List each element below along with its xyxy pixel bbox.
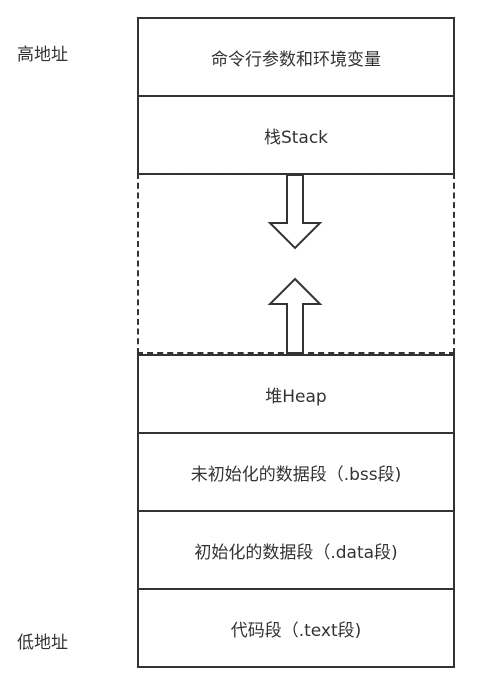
arrow-up-icon xyxy=(267,277,323,354)
segment-data: 初始化的数据段（.data段) xyxy=(137,510,455,590)
segment-label: 堆Heap xyxy=(265,386,327,407)
segment-heap: 堆Heap xyxy=(137,354,455,434)
segment-label: 栈Stack xyxy=(263,127,329,148)
arrow-down-icon xyxy=(267,174,323,250)
free-space-region xyxy=(137,173,455,354)
segment-bss: 未初始化的数据段（.bss段) xyxy=(137,432,455,512)
low-address-label: 低地址 xyxy=(17,633,68,653)
high-address-label: 高地址 xyxy=(17,45,68,65)
segment-label: 代码段（.text段) xyxy=(230,620,362,641)
segment-label: 初始化的数据段（.data段) xyxy=(194,542,398,563)
segment-label: 未初始化的数据段（.bss段) xyxy=(190,464,402,485)
segment-text: 代码段（.text段) xyxy=(137,588,455,668)
segment-command-line-env: 命令行参数和环境变量 xyxy=(137,17,455,97)
segment-stack: 栈Stack xyxy=(137,95,455,175)
segment-label: 命令行参数和环境变量 xyxy=(211,49,381,70)
